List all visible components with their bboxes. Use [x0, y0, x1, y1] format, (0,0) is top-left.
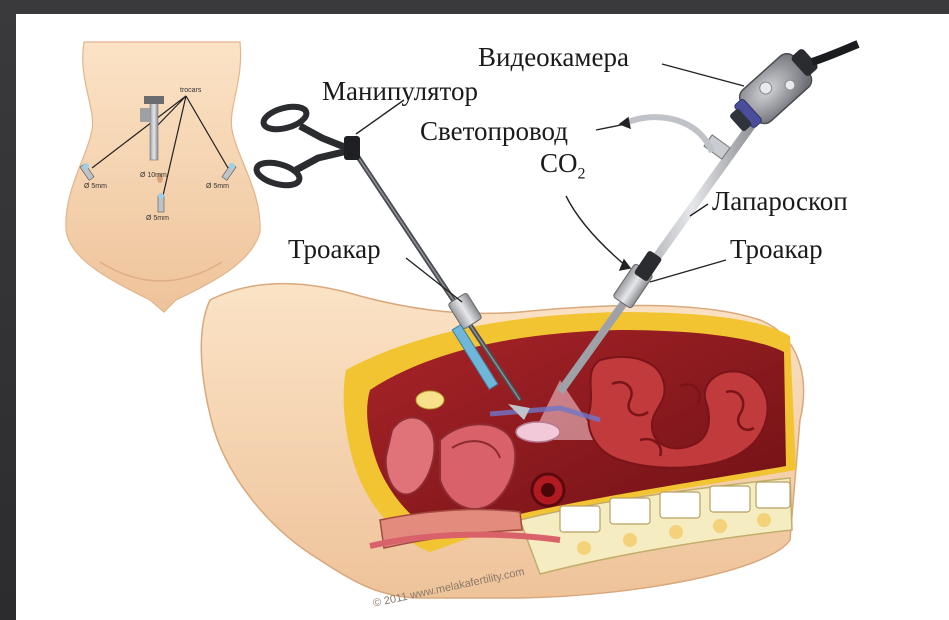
inset-port-right-label: Ø 5mm	[206, 183, 229, 190]
videocamera-label: Видеокамера	[478, 44, 629, 71]
inset-trocars-label: trocars	[180, 87, 201, 94]
co2-main: CO	[540, 148, 578, 178]
inset-port-center-label: Ø 10mm	[140, 172, 167, 179]
co2-label: CO2	[540, 150, 586, 182]
trocar-left-label: Троакар	[288, 236, 381, 263]
laparoscope-label: Лапароскоп	[712, 188, 848, 215]
body-cross-section	[201, 284, 803, 598]
inset-port-left-label: Ø 5mm	[84, 183, 107, 190]
inset-port-bottom-label: Ø 5mm	[146, 215, 169, 222]
co2-subscript: 2	[578, 165, 586, 182]
manipulator-label: Манипулятор	[322, 78, 478, 105]
trocar-right-label: Троакар	[730, 236, 823, 263]
lightguide-label: Светопровод	[420, 118, 568, 145]
